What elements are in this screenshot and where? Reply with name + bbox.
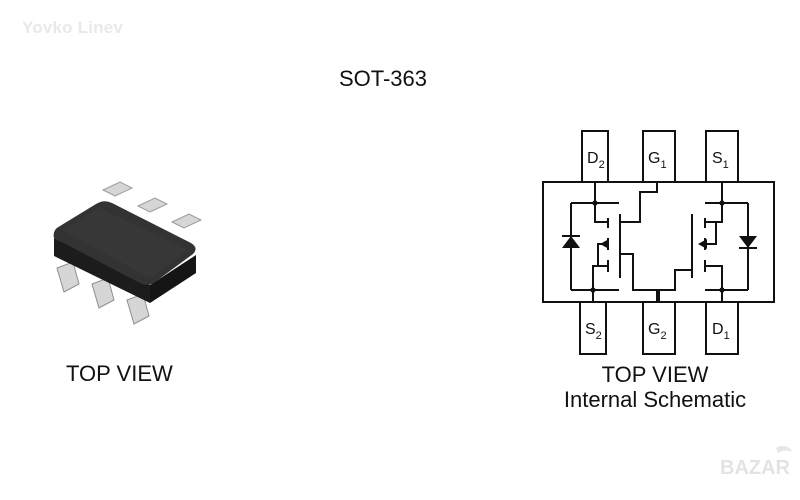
schematic-outline	[542, 181, 775, 303]
package-pin	[170, 213, 203, 229]
package-pin	[136, 197, 169, 213]
mosfet-right-diode	[739, 236, 757, 249]
package-bottom-pins	[56, 261, 150, 325]
left-view-caption: TOP VIEW	[66, 361, 173, 386]
gate-g1-stub	[620, 253, 658, 302]
pin-label-s2: S2	[585, 321, 602, 342]
pin-label-g2: G2	[648, 321, 667, 342]
pin-label-g1: G1	[648, 150, 667, 171]
package-pin	[101, 181, 134, 197]
mosfet-left-dots	[590, 200, 598, 293]
top-pins	[581, 130, 739, 183]
bazar-logo: BAZAR	[720, 445, 792, 479]
pin-label-d1: D1	[712, 321, 730, 342]
pin-box-g1	[642, 130, 676, 183]
watermark-text: Yovko Linev	[22, 18, 124, 37]
pin-box-d2	[581, 130, 609, 183]
pin-box-d1	[705, 301, 739, 355]
right-view-caption: TOP VIEW Internal Schematic	[540, 362, 770, 412]
svg-text:BAZAR: BAZAR	[720, 457, 791, 479]
pin-box-s2	[579, 301, 607, 355]
package-body-side	[150, 255, 196, 303]
package-title: SOT-363	[338, 66, 428, 91]
right-view-caption-line2: Internal Schematic	[563, 387, 747, 412]
mosfet-left	[570, 182, 658, 302]
pin-label-d2: D2	[587, 150, 605, 171]
package-top-pins	[101, 181, 203, 229]
package-body-front	[54, 238, 150, 303]
mosfet-right-arrow	[698, 239, 707, 249]
mosfet-left-arrow	[600, 239, 609, 249]
package-pin	[56, 261, 80, 293]
mosfet-right-dots	[719, 200, 725, 293]
right-view-caption-line1: TOP VIEW	[601, 362, 709, 387]
pin-label-s1: S1	[712, 150, 729, 171]
package-pin	[91, 277, 115, 309]
pin-box-s1	[705, 130, 739, 183]
mosfet-left-diode	[562, 235, 580, 248]
